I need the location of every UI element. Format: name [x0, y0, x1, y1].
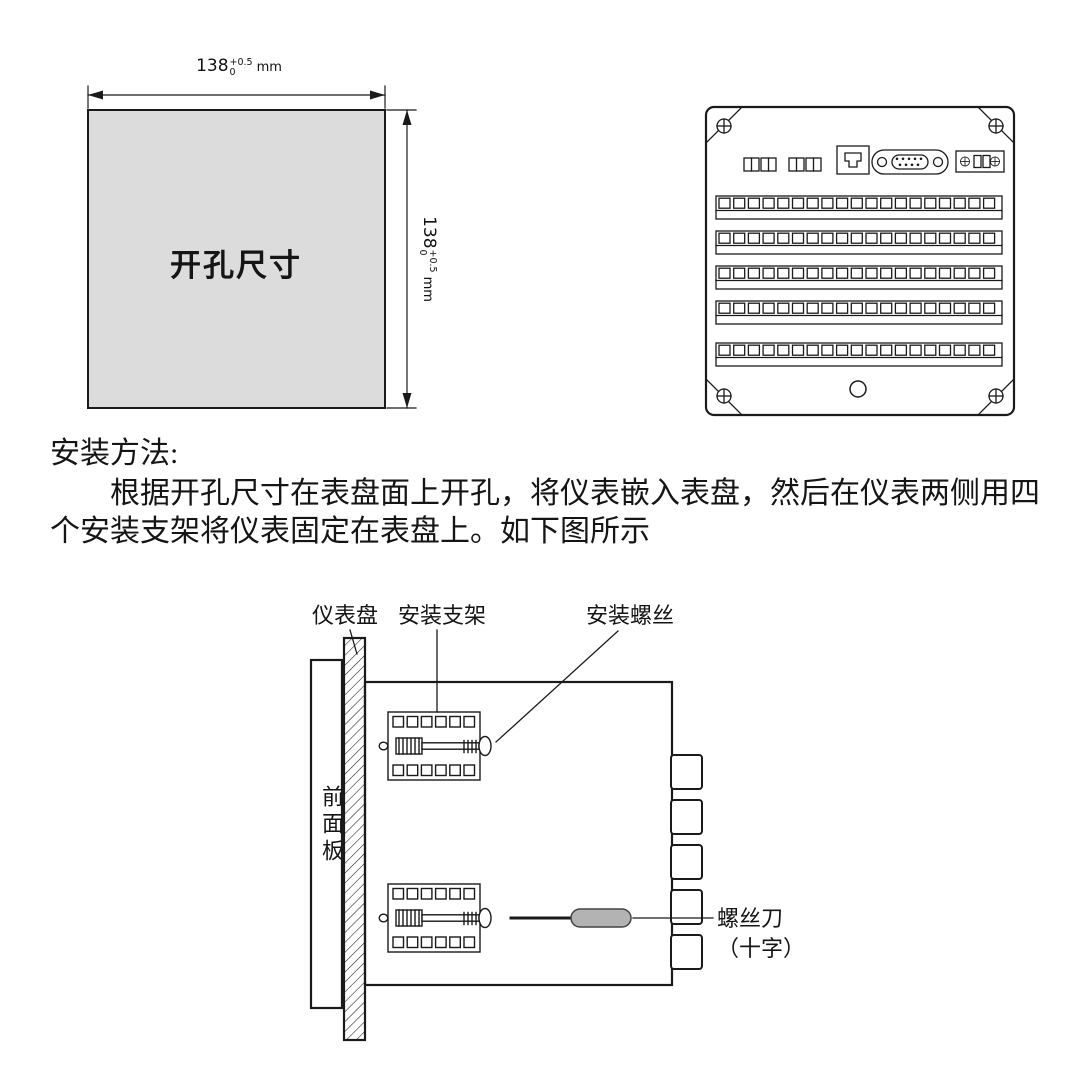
- front-panel-bezel: [309, 658, 344, 1010]
- arrowhead-left: [88, 90, 103, 100]
- label-screwdriver-type: （十字）: [717, 936, 806, 961]
- ground-hole: [849, 380, 867, 398]
- height-dimension: [386, 109, 417, 409]
- rear-terminal-bumps: [670, 754, 703, 970]
- cutout-diagram: [87, 85, 417, 409]
- corner-screw-icon: [716, 388, 732, 404]
- leader-lines: [349, 629, 714, 919]
- cutout-size-label: 开孔尺寸: [170, 248, 302, 283]
- terminal-strips: [715, 195, 1003, 367]
- leader-screw: [495, 630, 619, 743]
- terminal-bump: [670, 754, 703, 790]
- dim-tolerance: +0.5 0: [417, 249, 438, 273]
- corner-fixings: [706, 107, 1014, 415]
- label-front-panel: 前面板: [319, 785, 344, 866]
- corner-screw-icon: [716, 118, 732, 134]
- dim-unit: mm: [256, 60, 282, 75]
- terminal-bump: [670, 844, 703, 880]
- terminal-strip: [715, 342, 1003, 367]
- mounting-bracket-bottom: [378, 883, 492, 953]
- arrowhead-up: [402, 110, 412, 125]
- width-dimension: [87, 85, 386, 109]
- dim-tol-lower: 0: [417, 249, 429, 256]
- label-instrument-panel: 仪表盘: [312, 603, 379, 628]
- section-heading: 安装方法:: [50, 437, 179, 470]
- terminal-bump: [670, 934, 703, 970]
- terminal-bump: [670, 889, 703, 925]
- cutout-square: [87, 109, 386, 409]
- terminal-pair-icon: [788, 157, 822, 172]
- dimension-label-height: 138 +0.5 0 mm: [417, 214, 439, 304]
- dim-tol-upper: +0.5: [427, 249, 438, 273]
- dim-unit: mm: [420, 276, 435, 302]
- dim-tol-upper: +0.5: [229, 57, 253, 68]
- connector-row: [743, 145, 1005, 175]
- panel-cutaway-hatch: [342, 636, 367, 1042]
- screwdriver: [509, 908, 632, 928]
- dim-value: 138: [196, 56, 229, 76]
- rj45-jack-icon: [836, 145, 870, 175]
- terminal-strip: [715, 300, 1003, 325]
- corner-screw-icon: [988, 118, 1004, 134]
- installation-diagram: [309, 629, 714, 1042]
- terminal-strip: [715, 195, 1003, 220]
- terminal-strip: [715, 265, 1003, 290]
- leader-panel: [349, 629, 358, 655]
- label-mounting-bracket: 安装支架: [398, 603, 487, 628]
- paragraph-line-1: 根据开孔尺寸在表盘面上开孔，将仪表嵌入表盘，然后在仪表两侧用四: [110, 477, 1040, 510]
- terminal-pair-icon: [743, 157, 777, 172]
- db9-connector-icon: [871, 149, 949, 175]
- power-terminal-icon: [955, 150, 1005, 173]
- label-screwdriver: 螺丝刀: [717, 906, 784, 931]
- corner-screw-icon: [988, 388, 1004, 404]
- dimension-label-width: 138 +0.5 0 mm: [194, 58, 284, 78]
- mounting-bracket-top: [378, 711, 492, 781]
- label-mounting-screw: 安装螺丝: [586, 603, 675, 628]
- dim-tol-lower: 0: [229, 66, 236, 78]
- screwdriver-handle: [570, 908, 632, 928]
- terminal-strip: [715, 230, 1003, 255]
- terminal-bump: [670, 799, 703, 835]
- paragraph-line-2: 个安装支架将仪表固定在表盘上。如下图所示: [50, 515, 650, 548]
- arrowhead-right: [370, 90, 385, 100]
- rear-panel-diagram: [704, 105, 1016, 417]
- dim-tolerance: +0.5 0: [230, 58, 253, 78]
- arrowhead-down: [402, 393, 412, 408]
- dim-value: 138: [419, 216, 439, 249]
- rear-panel-outline: [704, 105, 1016, 417]
